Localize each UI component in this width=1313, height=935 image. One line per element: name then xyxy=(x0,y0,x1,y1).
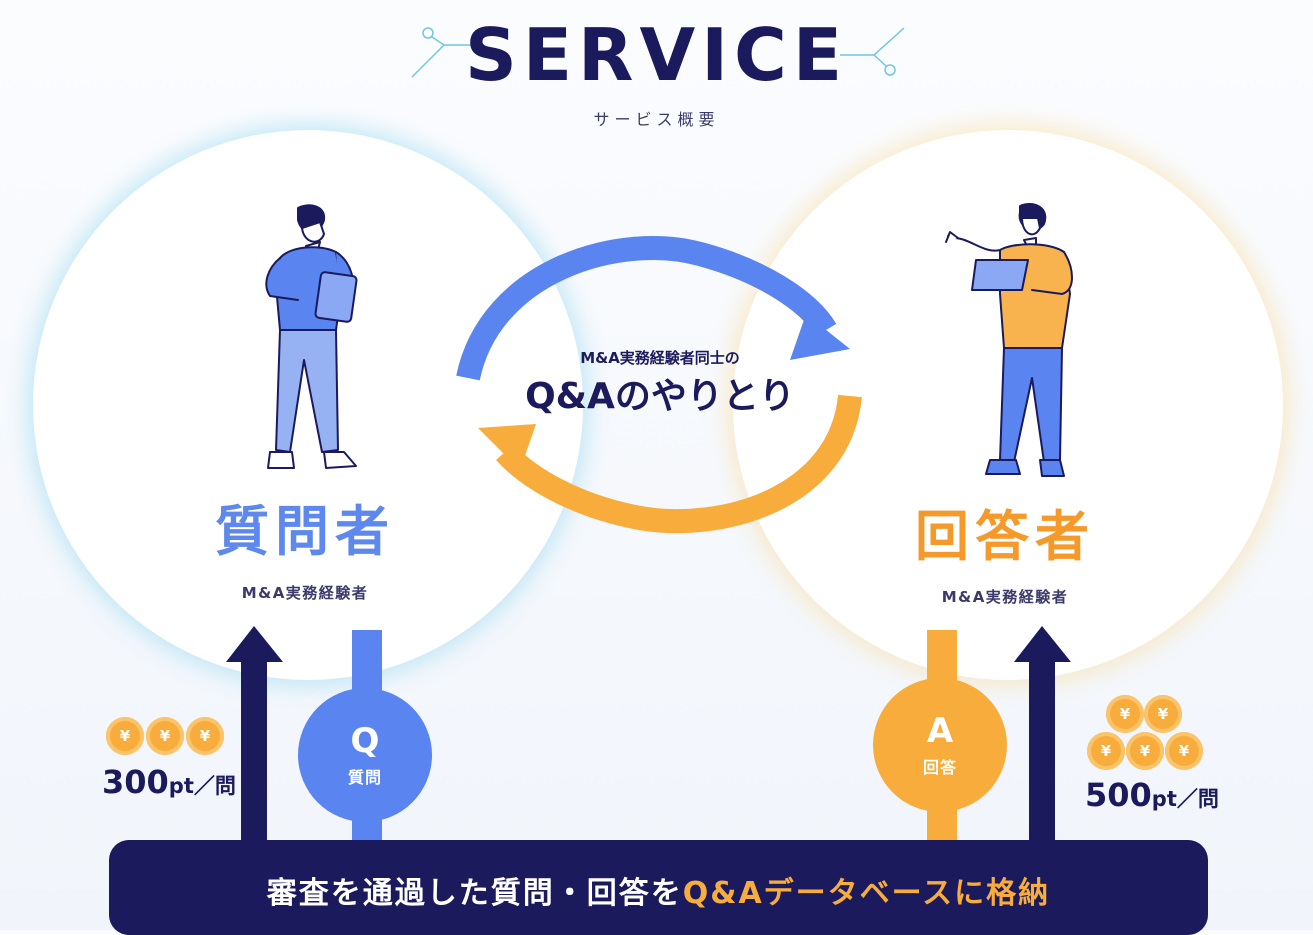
cycle-title: Q&Aのやりとり xyxy=(525,376,795,417)
answerer-points-unit: pt／問 xyxy=(1151,787,1219,811)
answerer-points-value: 500 xyxy=(1085,776,1152,814)
asker-points-value: 300 xyxy=(102,763,169,801)
yen-coin-icon: ¥ xyxy=(106,717,144,755)
yen-coin-icon: ¥ xyxy=(1087,732,1125,770)
answerer-description: M&A実務経験者 xyxy=(941,588,1069,606)
yen-coin-icon: ¥ xyxy=(1144,695,1182,733)
yen-coin-icon: ¥ xyxy=(1126,732,1164,770)
question-badge-letter: Q xyxy=(350,721,380,761)
banner-text: 審査を通過した質問・回答をQ&Aデータベースに格納 xyxy=(109,868,1208,912)
header-node-right xyxy=(884,64,896,76)
answerer-label: 回答者 xyxy=(915,505,1095,568)
answer-badge: A 回答 xyxy=(873,678,1007,812)
header-line-right-diagonal xyxy=(873,27,905,56)
section-subtitle: サービス概要 xyxy=(593,110,720,129)
answerer-points: 500pt／問 xyxy=(1085,776,1219,814)
section-title: SERVICE xyxy=(464,13,848,97)
header-node-left xyxy=(422,27,434,39)
question-badge-label: 質問 xyxy=(347,768,382,787)
question-badge: Q 質問 xyxy=(298,688,432,822)
header-decoration xyxy=(411,27,905,78)
database-banner: 審査を通過した質問・回答をQ&Aデータベースに格納 xyxy=(109,840,1208,935)
asker-points: 300pt／問 xyxy=(102,763,236,801)
asker-up-arrow-shaft xyxy=(241,660,267,845)
yen-coin-icon: ¥ xyxy=(1165,732,1203,770)
header-line-left-diagonal xyxy=(411,44,445,78)
cycle-arrowhead-orange xyxy=(478,424,536,470)
answer-badge-letter: A xyxy=(926,711,954,751)
yen-coin-icon: ¥ xyxy=(186,717,224,755)
cycle-arrow-orange xyxy=(496,394,862,534)
asker-points-unit: pt／問 xyxy=(168,774,236,798)
answer-badge-label: 回答 xyxy=(922,758,957,777)
yen-coin-icon: ¥ xyxy=(146,717,184,755)
yen-coin-icon: ¥ xyxy=(1106,695,1144,733)
asker-label: 質問者 xyxy=(215,500,395,563)
banner-text-main: 審査を通過した質問・回答を xyxy=(266,876,683,911)
asker-person-icon xyxy=(265,204,358,469)
answerer-person-icon xyxy=(945,203,1073,477)
asker-up-arrowhead xyxy=(226,626,283,662)
cycle-arrow-blue xyxy=(456,236,837,381)
answerer-up-arrow-shaft xyxy=(1029,660,1055,845)
banner-text-highlight: Q&Aデータベースに格納 xyxy=(682,876,1051,911)
asker-description: M&A実務経験者 xyxy=(241,584,369,602)
answerer-up-arrowhead xyxy=(1014,626,1071,662)
cycle-caption: M&A実務経験者同士の xyxy=(580,349,740,367)
cycle-arrowhead-blue xyxy=(790,314,850,360)
